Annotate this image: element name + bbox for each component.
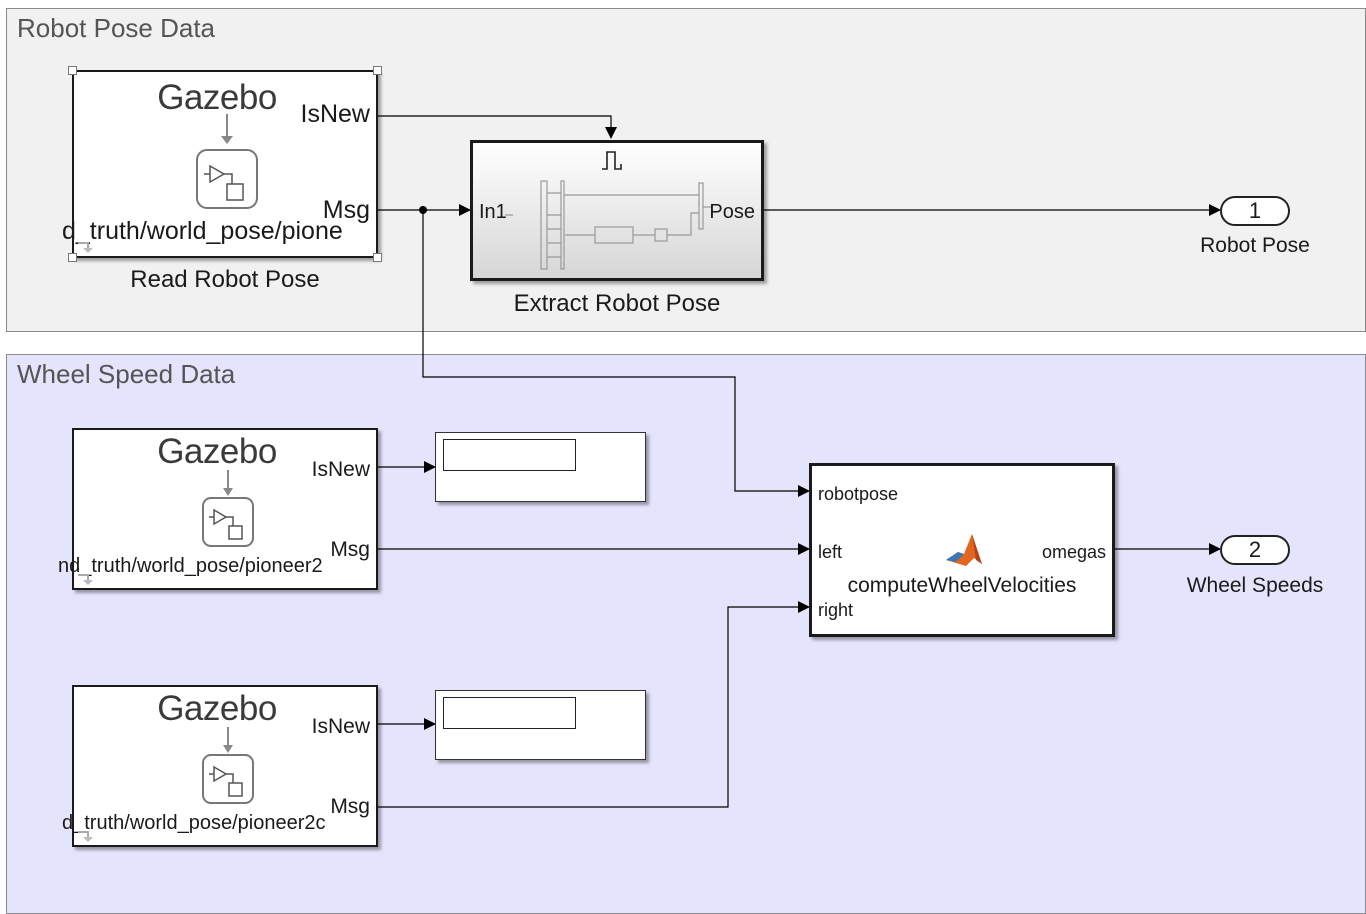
left-port-label: left [818, 542, 843, 562]
display-value-box [443, 439, 576, 471]
selection-handle[interactable] [68, 253, 77, 262]
block-caption[interactable]: Extract Robot Pose [513, 290, 721, 317]
gazebo-title: Gazebo [157, 432, 277, 471]
msg-port-label: Msg [322, 196, 370, 224]
selection-handle[interactable] [68, 66, 77, 75]
outport-wheel-speeds[interactable]: 2 [1220, 535, 1290, 565]
omegas-port-label: omegas [1041, 542, 1106, 562]
isnew-port-label: IsNew [311, 715, 370, 738]
gazebo-title: Gazebo [157, 689, 277, 728]
pose-port-label: Pose [709, 201, 755, 223]
library-link-icon [78, 574, 93, 585]
gazebo-subscriber-right-block[interactable]: Gazebo IsNew Msg d_truth/world_pose/pion… [62, 685, 378, 847]
topic-label: d_truth/world_pose/pioneer2c [62, 812, 326, 834]
gazebo-subscriber-left-block[interactable]: Gazebo IsNew Msg nd_truth/world_pose/pio… [58, 428, 378, 590]
gazebo-title: Gazebo [157, 78, 277, 117]
msg3-to-right-line [378, 601, 810, 808]
subsystem-preview-icon [505, 180, 711, 270]
robotpose-port-label: robotpose [818, 484, 899, 504]
topic-label: nd_truth/world_pose/pioneer2 [58, 555, 323, 577]
msg-to-robotpose-line [422, 210, 810, 497]
trigger-icon [602, 151, 622, 170]
area-title: Robot Pose Data [17, 13, 216, 43]
gazebo-subscriber-icon [196, 114, 258, 209]
gazebo-subscriber-icon [202, 727, 254, 804]
isnew-display-block[interactable] [435, 432, 646, 502]
in1-port-label: In1 [479, 201, 507, 223]
compute-wheel-velocities-block[interactable]: robotpose left right omegas computeWheel… [809, 463, 1115, 637]
outport-robot-pose[interactable]: 1 [1220, 196, 1290, 226]
msg-port-label: Msg [330, 538, 370, 561]
branch-point [419, 206, 427, 214]
outport-label[interactable]: Wheel Speeds [1186, 574, 1324, 597]
outport-label[interactable]: Robot Pose [1200, 234, 1310, 257]
right-port-label: right [818, 600, 854, 620]
display-value-box [443, 697, 576, 729]
library-link-icon [78, 831, 93, 842]
gazebo-subscriber-icon [202, 470, 254, 547]
isnew-port-label: IsNew [300, 100, 370, 128]
isnew-port-label: IsNew [311, 458, 370, 481]
read-robot-pose-block[interactable]: Gazebo IsNew Msg d_truth/world_pose/pion… [62, 70, 378, 258]
library-link-icon [78, 242, 93, 253]
block-caption[interactable]: Read Robot Pose [130, 266, 320, 293]
extract-robot-pose-block[interactable]: In1 Pose [470, 140, 764, 281]
matlab-logo-icon [946, 534, 982, 566]
function-name-label: computeWheelVelocities [847, 574, 1077, 597]
selection-handle[interactable] [373, 66, 382, 75]
msg-port-label: Msg [330, 795, 370, 818]
isnew-to-trigger-line [378, 115, 617, 139]
area-title: Wheel Speed Data [17, 359, 236, 389]
isnew-display-block[interactable] [435, 690, 646, 760]
topic-label: d_truth/world_pose/pione [62, 217, 343, 245]
selection-handle[interactable] [373, 253, 382, 262]
